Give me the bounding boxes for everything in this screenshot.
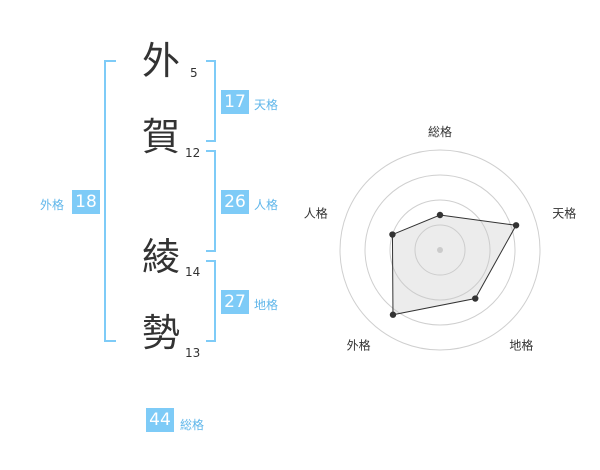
- radar-point-4: [389, 311, 397, 318]
- name-char-2: 賀: [142, 115, 181, 159]
- radar-axis-label: 天格: [552, 206, 576, 221]
- jinkaku-value: 26: [221, 190, 249, 214]
- name-char-3-strokes: 14: [185, 265, 201, 279]
- radar-axis-label: 地格: [509, 337, 533, 352]
- radar-ring: [339, 149, 541, 351]
- radar-axis-label: 外格: [347, 337, 371, 352]
- radar-ring: [414, 224, 466, 276]
- name-char-4: 勢: [142, 311, 181, 355]
- radar-point-5: [389, 231, 396, 238]
- name-char-1: 外: [142, 39, 181, 83]
- chikaku-value: 27: [221, 290, 249, 314]
- jinkaku-label: 人格: [254, 198, 279, 212]
- radar-center: [437, 247, 443, 253]
- radar-point-2: [512, 222, 520, 229]
- jinkaku-bracket: [206, 150, 216, 252]
- radar-ring: [364, 174, 516, 326]
- radar-point-3: [472, 295, 479, 302]
- soukaku-value: 44: [146, 408, 174, 432]
- name-char-1-strokes: 5: [190, 66, 198, 80]
- tenkaku-bracket: [206, 60, 216, 142]
- chikaku-label: 地格: [254, 298, 279, 312]
- radar-axis-label: 人格: [304, 206, 328, 221]
- radar-ring: [389, 199, 491, 301]
- name-char-4-strokes: 13: [185, 346, 201, 360]
- tenkaku-label: 天格: [254, 98, 279, 112]
- gaikaku-value: 18: [72, 190, 100, 214]
- radar-point-1: [436, 211, 444, 219]
- radar-axis-label: 総格: [428, 124, 452, 139]
- tenkaku-value: 17: [221, 90, 249, 114]
- gaikaku-label: 外格: [40, 198, 65, 212]
- radar-series-area: [391, 214, 517, 316]
- soukaku-label: 総格: [180, 418, 205, 432]
- name-char-2-strokes: 12: [185, 146, 201, 160]
- gaikaku-bracket: [104, 60, 116, 342]
- name-char-3: 綾: [142, 235, 181, 279]
- chikaku-bracket: [206, 260, 216, 342]
